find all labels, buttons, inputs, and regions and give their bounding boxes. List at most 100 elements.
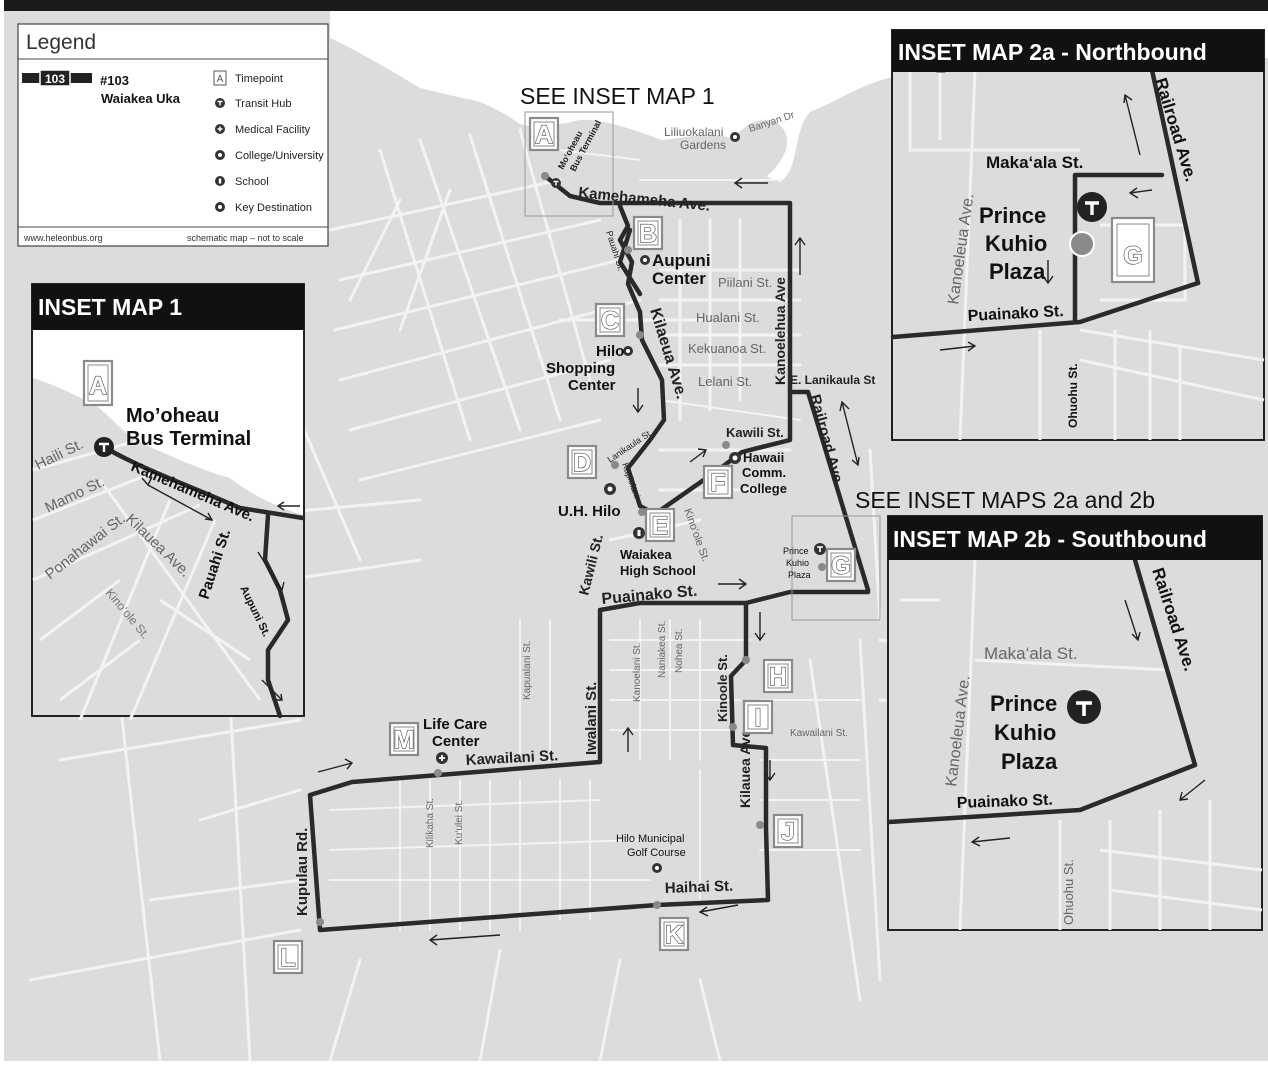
legend-timepoint-icon: A	[213, 70, 227, 86]
hilo-shopping-destination-icon	[623, 346, 633, 356]
svg-text:B: B	[639, 220, 657, 248]
timepoint-a[interactable]: A	[528, 116, 560, 152]
timepoint-d[interactable]: D	[566, 444, 598, 480]
inset-2a-puainako: Puainako St.	[967, 303, 1064, 325]
kilauea-ave-2-street: Kilauea Ave.	[737, 726, 753, 808]
inset-1-timepoint-a[interactable]: A	[82, 359, 114, 407]
timepoint-i[interactable]: I	[742, 699, 774, 735]
svg-text:103: 103	[45, 72, 65, 86]
pkp-transit-hub-icon	[814, 543, 826, 555]
timepoint-g[interactable]: G	[825, 547, 857, 583]
inset-2b-plaza-1: Prince	[990, 691, 1057, 716]
aupuni-center-label: Center	[652, 269, 706, 288]
timepoint-markers: A B C D E F G H I J K L	[272, 116, 857, 975]
svg-text:H: H	[769, 663, 787, 691]
svg-text:J: J	[781, 818, 795, 846]
see-inset-2-label: SEE INSET MAPS 2a and 2b	[855, 487, 1155, 513]
timepoint-h[interactable]: H	[762, 658, 794, 694]
see-inset-1-label: SEE INSET MAP 1	[520, 83, 715, 109]
school-icon	[215, 176, 225, 186]
hilo-label: Hilo	[596, 343, 624, 360]
timepoint-j[interactable]: J	[772, 813, 804, 849]
inset-2a-title: INSET MAP 2a - Northbound	[898, 39, 1207, 65]
piilani-street: Piilani St.	[718, 275, 772, 290]
liliuokalani-label: Liliuokalani	[664, 125, 723, 139]
legend-college-label: College/University	[235, 150, 324, 162]
pkp-label-1: Prince	[783, 546, 809, 556]
waiakea-high-label: High School	[620, 563, 696, 578]
svg-text:I: I	[755, 704, 762, 732]
iwalani-street: Iwalani St.	[583, 682, 600, 755]
hawaii-label: Hawaii	[743, 450, 784, 465]
inset-2a-plaza-3: Plaza	[989, 259, 1046, 284]
golf-course-label-1: Hilo Municipal	[616, 833, 684, 845]
legend-timepoint-label: Timepoint	[235, 73, 283, 85]
kilikaha-street: Kilikaha St.	[425, 798, 436, 848]
kupulau-street: Kupulau Rd.	[294, 828, 311, 916]
life-care-label: Life Care	[423, 716, 487, 733]
poi-icons	[436, 132, 826, 873]
pkp-label-2: Kuhio	[786, 558, 809, 568]
timepoint-c[interactable]: C	[594, 302, 626, 338]
kawili-street: Kawili St.	[726, 425, 784, 440]
legend-website[interactable]: www.heleonbus.org	[23, 233, 103, 243]
timepoint-e[interactable]: E	[644, 507, 676, 543]
inset-1-terminal-label-1: Mo’oheau	[126, 405, 219, 427]
inset-1-title: INSET MAP 1	[38, 294, 182, 320]
inset-2a-transit-hub-icon	[1077, 192, 1107, 222]
kinoole-street-2: Kinoole St.	[715, 654, 730, 722]
route-103-line	[307, 173, 871, 933]
naniakea-street: Naniakea St.	[657, 621, 668, 678]
kawailani-street-2: Kawailani St.	[790, 728, 848, 739]
svg-text:L: L	[280, 944, 295, 972]
inset-map-2b: INSET MAP 2b - Southbound Maka‘ala St. R…	[886, 515, 1263, 931]
bay-peninsula	[730, 119, 788, 180]
timepoint-k[interactable]: K	[658, 916, 690, 952]
destination-icon	[215, 202, 225, 212]
comm-label: Comm.	[742, 465, 786, 480]
svg-text:A: A	[535, 121, 553, 149]
haihai-street: Haihai St.	[665, 878, 734, 897]
waiakea-school-icon	[633, 527, 645, 539]
inset-1-terminal-label-2: Bus Terminal	[126, 428, 251, 450]
hualani-street: Hualani St.	[696, 310, 760, 325]
street-network	[28, 128, 1052, 1063]
moheau-transit-hub-icon	[551, 178, 561, 188]
svg-text:A: A	[89, 372, 107, 400]
inset-2a-makaala: Maka‘ala St.	[986, 153, 1083, 172]
waiakea-label: Waiakea	[620, 547, 672, 562]
timepoint-m[interactable]: M	[388, 721, 420, 757]
svg-text:D: D	[573, 449, 591, 477]
legend-route-number: #103	[100, 73, 129, 88]
timepoint-l[interactable]: L	[272, 939, 304, 975]
inset-2a-plaza-1: Prince	[979, 203, 1046, 228]
kuulei-street: Ku‘ulei St.	[454, 800, 465, 845]
golf-course-destination-icon	[652, 863, 662, 873]
kanoelani-street: Kanoelani St.	[632, 643, 643, 703]
kawailani-street: Kawailani St.	[465, 747, 558, 769]
inset-map-1: INSET MAP 1 A Mo’oheau Bus Terminal Hail…	[31, 283, 306, 721]
life-center-label: Center	[432, 733, 480, 750]
inset-2a-timepoint-g[interactable]: G	[1110, 216, 1156, 284]
inset-2a-ohuohu: Ohuohu St.	[1066, 363, 1080, 428]
timepoint-f[interactable]: F	[702, 464, 734, 500]
nohea-street: Nohea St.	[674, 629, 685, 673]
kanoelehua-street: Kanoelehua Ave	[772, 277, 788, 385]
timepoint-b[interactable]: B	[632, 215, 664, 251]
uh-hilo-college-icon	[604, 483, 616, 495]
kapualani-street: Kapualani St.	[522, 641, 533, 701]
inset-1-transit-hub-icon	[94, 437, 114, 457]
liliuokalani-destination-icon	[730, 132, 740, 142]
inset-2a-stop-dot	[1069, 231, 1095, 257]
svg-text:G: G	[831, 552, 850, 580]
svg-text:C: C	[601, 307, 619, 335]
inset-2b-transit-hub-icon	[1067, 690, 1101, 724]
shopping-label: Shopping	[546, 360, 615, 377]
svg-text:G: G	[1123, 242, 1142, 270]
lelani-street: Lelani St.	[698, 374, 752, 389]
pkp-label-3: Plaza	[788, 570, 811, 580]
college-label: College	[740, 481, 787, 496]
gardens-label: Gardens	[680, 138, 726, 152]
hcc-college-icon	[729, 452, 741, 464]
